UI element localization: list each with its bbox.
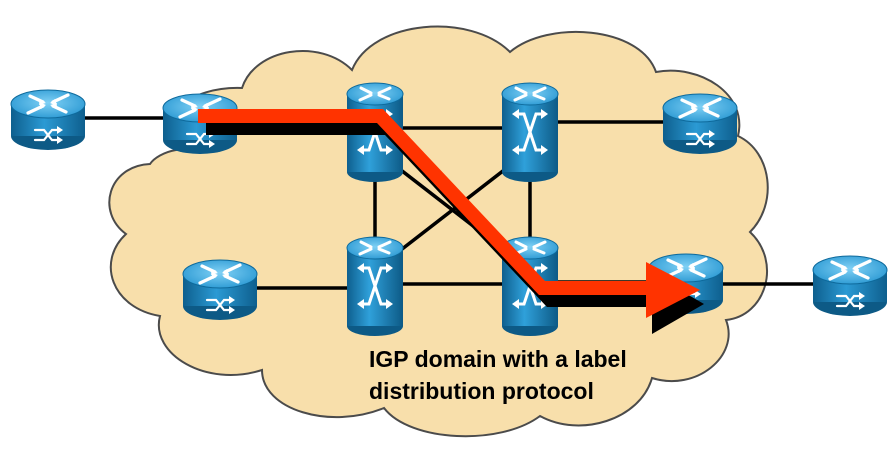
switch-icon xyxy=(345,235,405,338)
switch-icon xyxy=(500,81,560,184)
router-icon xyxy=(181,258,259,322)
label-switched-path-arrow xyxy=(198,109,704,334)
caption-line-1: IGP domain with a label xyxy=(369,346,627,372)
caption-line-2: distribution protocol xyxy=(369,378,594,404)
diagram-caption: IGP domain with a label distribution pro… xyxy=(369,343,689,407)
router-icon xyxy=(811,254,889,318)
router-icon xyxy=(661,92,739,156)
router-icon xyxy=(9,88,87,152)
